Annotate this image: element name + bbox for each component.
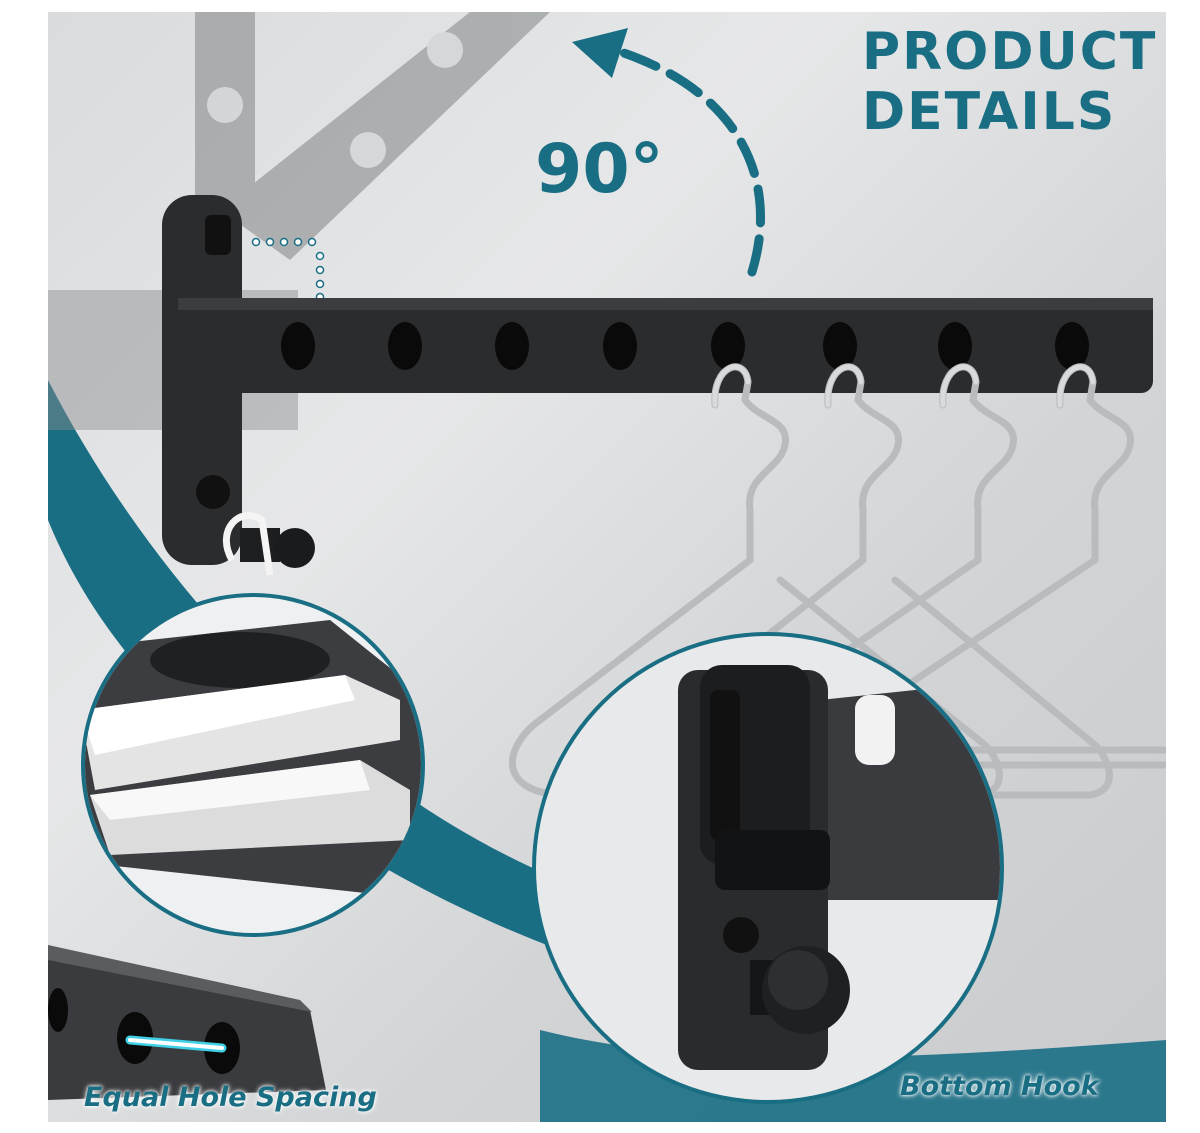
hole-spacing-detail <box>48 945 326 1100</box>
hanger-hooks <box>712 364 1096 408</box>
hanger-bar <box>178 298 1153 393</box>
rotation-angle-label: 90° <box>535 130 664 209</box>
bottom-hook-label: Bottom Hook <box>900 1071 1099 1102</box>
title-line-2: DETAILS <box>862 82 1117 142</box>
rotation-arrow-icon <box>572 28 765 277</box>
title-line-1: PRODUCT <box>862 22 1158 82</box>
product-details-title: PRODUCT DETAILS <box>862 22 1162 142</box>
bottom-hook-zoom-circle <box>532 632 1004 1104</box>
equal-hole-spacing-label: Equal Hole Spacing <box>84 1082 377 1113</box>
edge-detail-zoom-circle <box>81 593 425 937</box>
dotted-guide <box>251 237 325 302</box>
